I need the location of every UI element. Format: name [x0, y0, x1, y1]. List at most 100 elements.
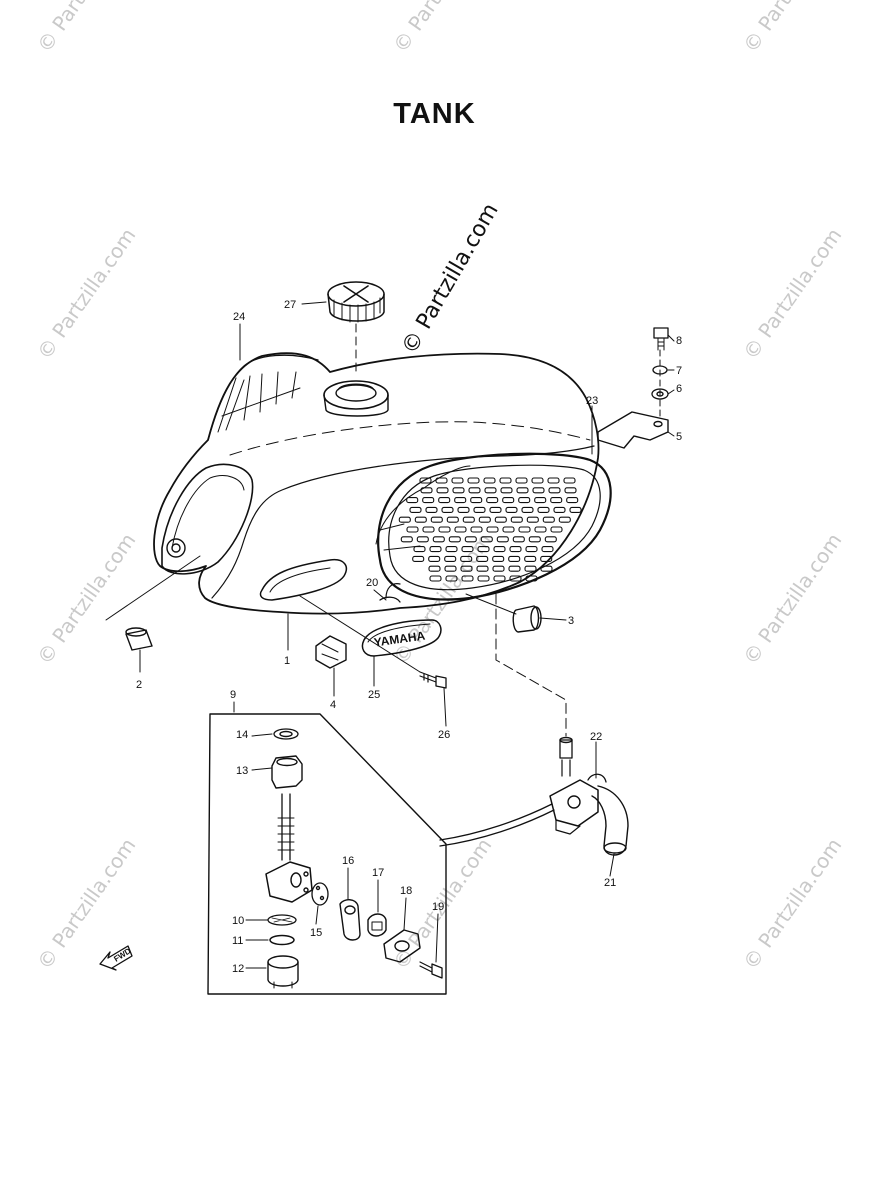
callout-15: 15	[310, 927, 322, 939]
grille-slot	[473, 506, 486, 513]
callout-4: 4	[330, 699, 336, 711]
grille-slot	[448, 536, 461, 543]
grille-slot	[467, 477, 480, 484]
leader-lines	[139, 301, 675, 969]
grille-slot	[409, 506, 422, 513]
grille-slot	[480, 536, 493, 543]
callout-21: 21	[604, 877, 616, 889]
callout-26: 26	[438, 729, 450, 741]
grille-slot	[430, 516, 443, 523]
grille-slot	[541, 546, 554, 553]
grille-slot	[496, 536, 509, 543]
callout-17: 17	[372, 867, 384, 879]
grille-slot	[540, 555, 553, 562]
grille-slot	[521, 506, 534, 513]
grille-slot	[460, 565, 473, 572]
grille-slot	[477, 546, 490, 553]
grille-slot	[484, 487, 497, 494]
grille-slot	[406, 497, 419, 504]
grille-slot	[502, 526, 515, 533]
grille-slot	[435, 477, 448, 484]
callout-22: 22	[590, 731, 602, 743]
grille-slot	[425, 506, 438, 513]
filler-cap	[327, 281, 385, 377]
grille-slot	[461, 546, 474, 553]
grille-slot	[500, 487, 513, 494]
grille-slot	[476, 555, 489, 562]
callout-6: 6	[676, 383, 682, 395]
callout-18: 18	[400, 885, 412, 897]
grille-slot	[563, 477, 576, 484]
grille-slot	[445, 575, 458, 582]
grille-slot	[398, 516, 411, 523]
grille-slot	[486, 497, 499, 504]
forward-arrow: FWD	[99, 945, 133, 971]
grille-slot	[509, 575, 522, 582]
grille-slot	[478, 516, 491, 523]
small-parts: YAMAHA	[105, 555, 542, 689]
grille-slot	[518, 526, 531, 533]
grille-slot	[400, 536, 413, 543]
grille-slot	[470, 526, 483, 533]
grille-slot	[436, 487, 449, 494]
grille-slot	[470, 497, 483, 504]
callout-19: 19	[432, 901, 444, 913]
grille-slot	[468, 487, 481, 494]
grille-slot	[457, 506, 470, 513]
grille-slot	[461, 575, 474, 582]
grille-slot	[510, 516, 523, 523]
callout-14: 14	[236, 729, 248, 741]
grille-slot	[534, 497, 547, 504]
grille-slot	[558, 516, 571, 523]
grille-slot	[534, 526, 547, 533]
callout-3: 3	[568, 615, 574, 627]
grille-slot	[492, 555, 505, 562]
callout-25: 25	[368, 689, 380, 701]
grille-slot	[525, 575, 538, 582]
grille-slot	[492, 565, 505, 572]
fuel-cock-exploded-box	[207, 701, 447, 995]
emblem-text: YAMAHA	[373, 628, 426, 649]
callout-7: 7	[676, 365, 682, 377]
callout-12: 12	[232, 963, 244, 975]
grille-slot	[428, 555, 441, 562]
callout-16: 16	[342, 855, 354, 867]
grille-slot	[445, 546, 458, 553]
grille-slot	[462, 516, 475, 523]
grille-slot	[547, 477, 560, 484]
grille-slot	[477, 575, 490, 582]
grille-slot	[486, 526, 499, 533]
grille-slot	[540, 565, 553, 572]
grille-slot	[499, 477, 512, 484]
callout-27: 27	[284, 299, 296, 311]
grille-slot	[428, 565, 441, 572]
grille-slot	[494, 516, 507, 523]
knee-grip-pad	[375, 452, 612, 601]
grille-slot	[550, 497, 563, 504]
grille-slot	[508, 555, 521, 562]
grille-slot	[502, 497, 515, 504]
grille-slot	[454, 497, 467, 504]
grille-slot	[452, 487, 465, 494]
grille-slot	[553, 506, 566, 513]
bracket-hardware	[597, 327, 669, 449]
fuel-cock-assembly	[439, 593, 629, 856]
grille-slot	[420, 487, 433, 494]
grille-slot	[526, 516, 539, 523]
grille-slot	[566, 497, 579, 504]
grille-slot	[569, 506, 582, 513]
grille-slot	[493, 546, 506, 553]
grille-slot	[512, 536, 525, 543]
grille-slot	[429, 546, 442, 553]
grille-slot	[441, 506, 454, 513]
callout-1: 1	[284, 655, 290, 667]
grille-slot	[412, 555, 425, 562]
callout-13: 13	[236, 765, 248, 777]
grille-slot	[524, 565, 537, 572]
grille-slot	[564, 487, 577, 494]
grille-slot	[406, 526, 419, 533]
grille-slot	[508, 565, 521, 572]
grille-slot	[454, 526, 467, 533]
callout-10: 10	[232, 915, 244, 927]
